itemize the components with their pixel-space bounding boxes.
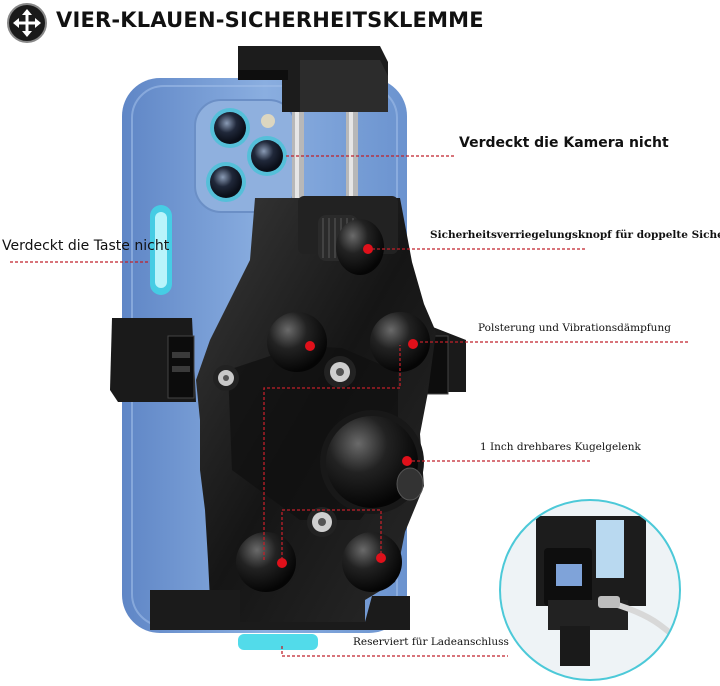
lock-knob [318,215,384,275]
label-lock-knob: Sicherheitsverriegelungsknopf für doppel… [430,229,720,241]
leader-lines [10,155,690,657]
top-clamp [238,46,388,202]
label-ball-joint: 1 Inch drehbares Kugelgelenk [480,441,641,453]
label-button: Verdeckt die Taste nicht [2,238,170,254]
label-padding: Polsterung und Vibrationsdämpfung [478,322,671,334]
page-title: VIER-KLAUEN-SICHERHEITSKLEMME [56,8,484,32]
four-direction-arrows-icon [7,3,47,43]
label-camera: Verdeckt die Kamera nicht [459,135,669,151]
label-charging: Reserviert für Ladeanschluss [353,636,509,648]
mount-body [150,196,436,630]
charging-port-inset [499,499,681,681]
ball-joint [320,410,424,514]
red-markers [277,244,418,568]
